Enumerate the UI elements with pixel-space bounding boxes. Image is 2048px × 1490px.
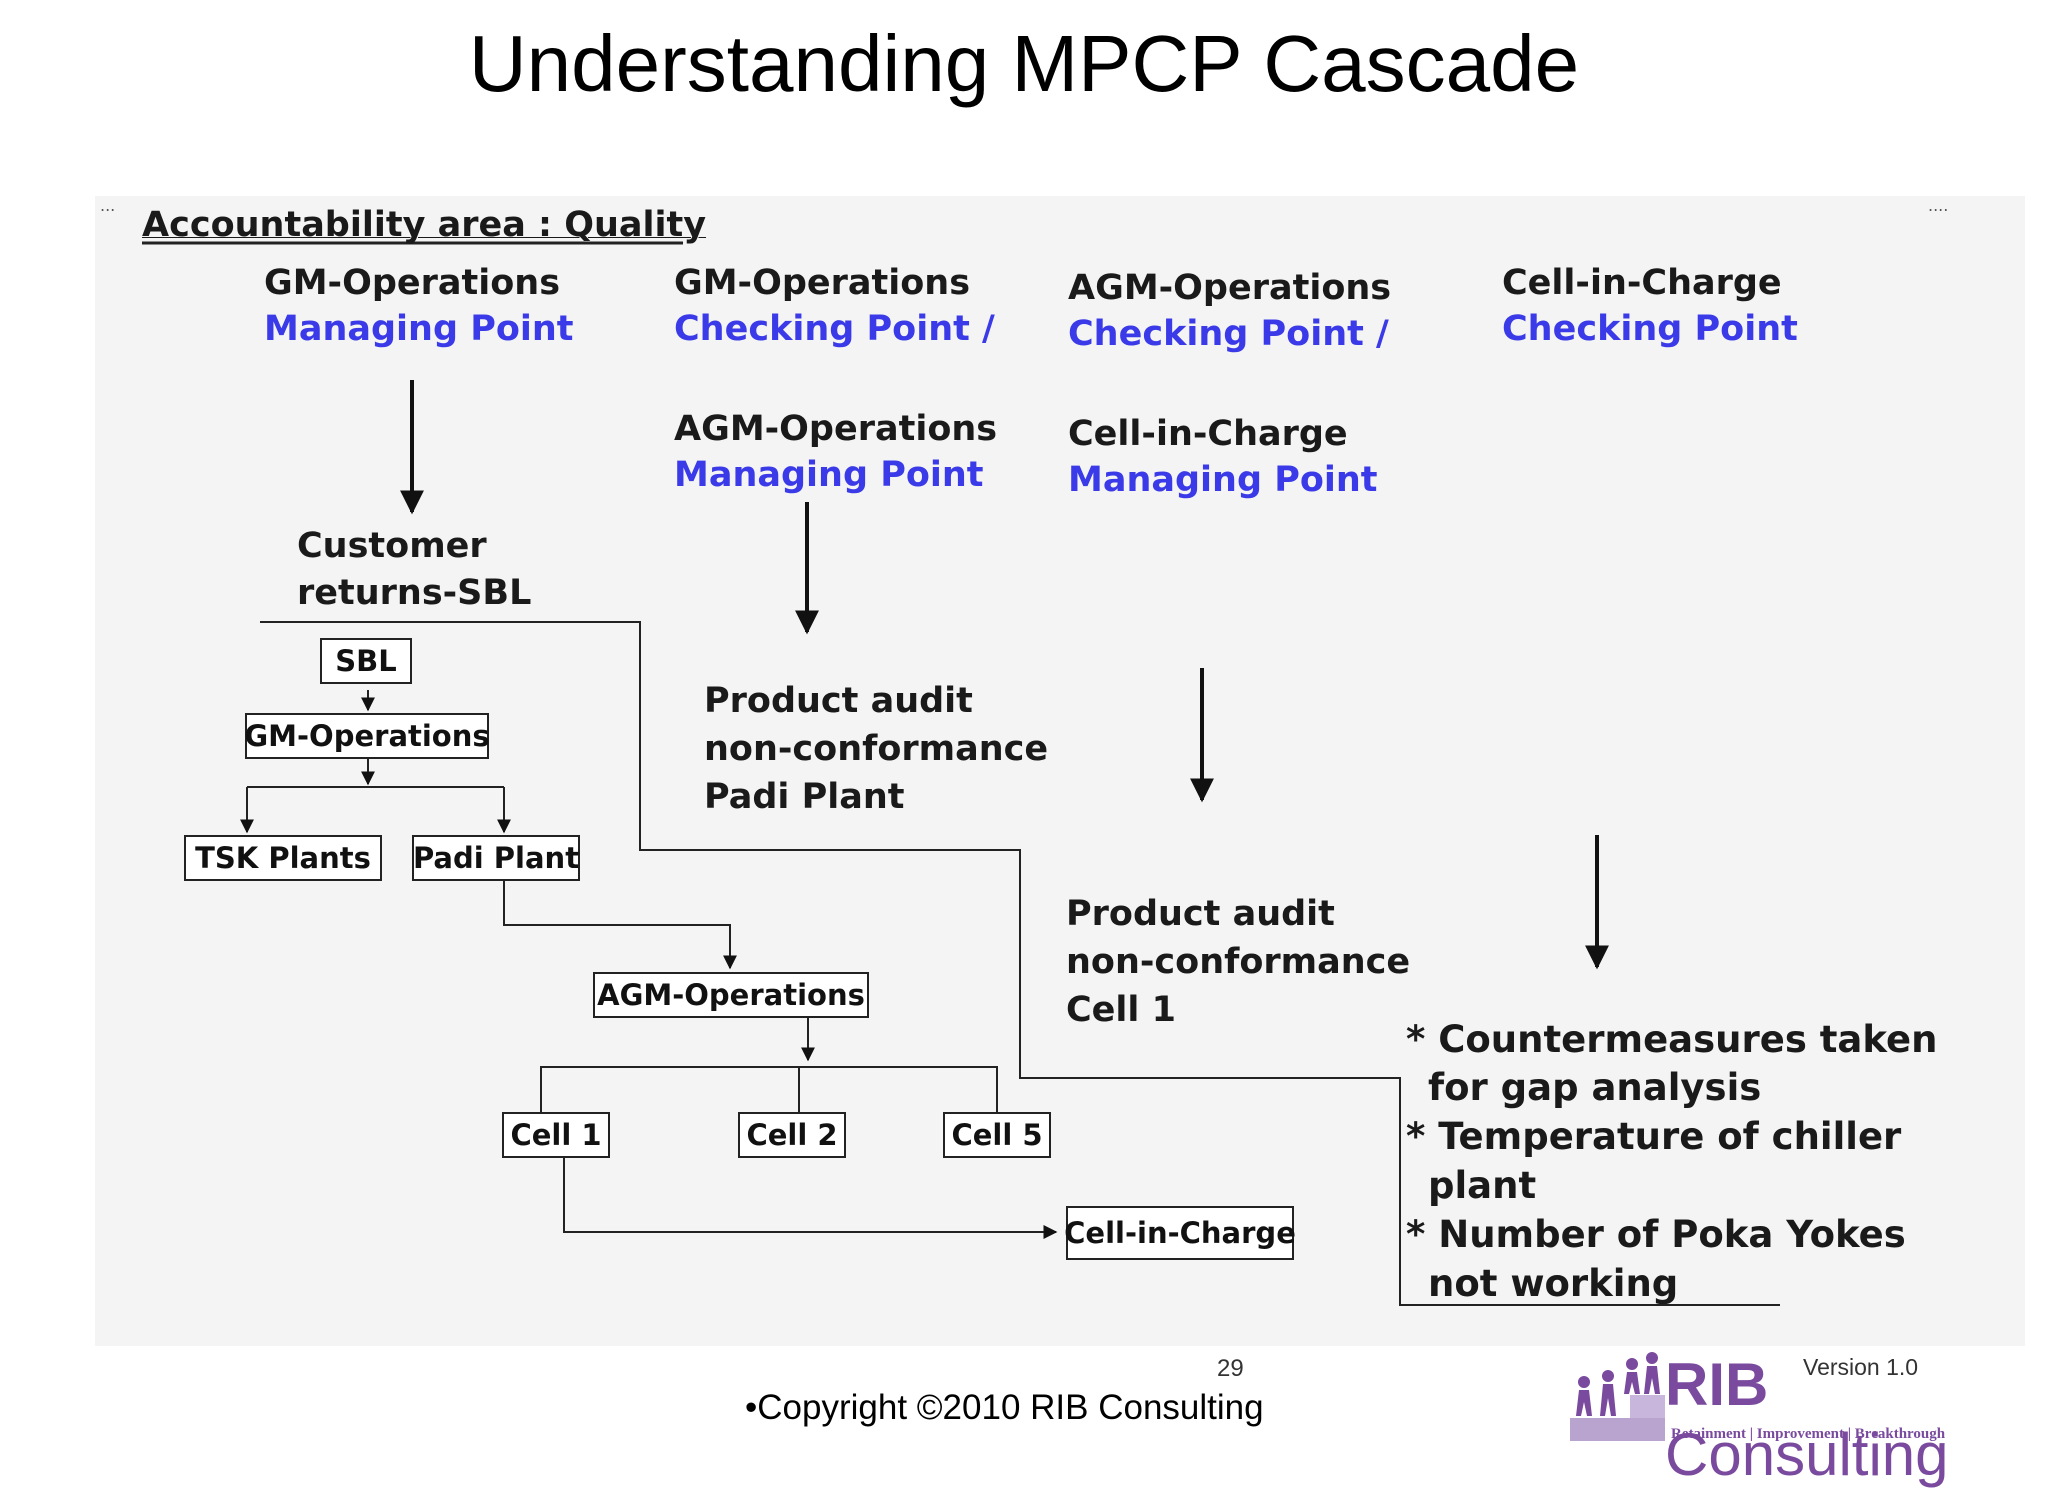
countermeasure-line4: plant: [1428, 1164, 1537, 1207]
audit-padi-line2: non-conformance: [704, 729, 1049, 769]
org-box-cell5: Cell 5: [943, 1112, 1051, 1158]
customer-returns-line1: Customer: [297, 526, 487, 566]
col2-role: GM-Operations: [674, 263, 971, 303]
copyright-notice: •Copyright ©2010 RIB Consulting: [745, 1388, 1264, 1427]
col1-role: GM-Operations: [264, 263, 561, 303]
col2-role2: AGM-Operations: [674, 409, 998, 449]
org-box-gm-operations: GM-Operations: [244, 713, 490, 759]
connector-lines: [142, 241, 1780, 1306]
col3-point: Checking Point /: [1068, 314, 1389, 354]
col1-point: Managing Point: [264, 309, 574, 349]
link-agm-bar: [540, 1066, 998, 1112]
col2-point2: Managing Point: [674, 455, 984, 495]
countermeasure-line6: not working: [1428, 1262, 1679, 1305]
org-box-agm-operations: AGM-Operations: [593, 972, 869, 1018]
col4-role: Cell-in-Charge: [1502, 263, 1782, 303]
step-separator: [260, 621, 1780, 1306]
slide-title: Understanding MPCP Cascade: [468, 19, 1580, 108]
corner-mark-right: ....: [1928, 196, 1949, 215]
audit-cell1-line3: Cell 1: [1066, 990, 1176, 1030]
col3-role: AGM-Operations: [1068, 268, 1392, 308]
org-box-cell1: Cell 1: [502, 1112, 610, 1158]
col4-point: Checking Point: [1502, 309, 1798, 349]
audit-cell1-line1: Product audit: [1066, 894, 1335, 934]
audit-padi-line1: Product audit: [704, 681, 973, 721]
customer-returns-line2: returns-SBL: [297, 573, 532, 613]
page-number: 29: [1217, 1355, 1244, 1382]
col3-role2: Cell-in-Charge: [1068, 414, 1348, 454]
people-figures-icon: [1570, 1352, 1665, 1441]
logo-wordmark-rib: RIB: [1665, 1351, 1769, 1418]
org-box-cell-in-charge: Cell-in-Charge: [1064, 1206, 1296, 1260]
org-box-cell2: Cell 2: [738, 1112, 846, 1158]
link-cell1-cic: [563, 1158, 1058, 1239]
logo-tagline: Retainment | Improvement | Breakthrough: [1671, 1426, 1946, 1442]
org-box-tsk-plants: TSK Plants: [184, 835, 382, 881]
countermeasure-line5: * Number of Poka Yokes: [1406, 1213, 1906, 1256]
org-box-sbl: SBL: [320, 638, 412, 684]
link-padi-agm: [503, 880, 737, 970]
org-box-padi-plant: Padi Plant: [412, 835, 580, 881]
audit-padi-line3: Padi Plant: [704, 777, 905, 817]
version-label: Version 1.0: [1803, 1354, 1919, 1380]
audit-cell1-line2: non-conformance: [1066, 942, 1411, 982]
diagram-panel: [95, 196, 2025, 1346]
area-heading: Accountability area : Quality: [142, 205, 707, 245]
corner-mark-left: ...: [100, 196, 116, 215]
col3-point2: Managing Point: [1068, 460, 1378, 500]
countermeasure-line2: for gap analysis: [1428, 1066, 1762, 1109]
countermeasure-line1: * Countermeasures taken: [1406, 1018, 1938, 1061]
countermeasure-line3: * Temperature of chiller: [1406, 1115, 1902, 1158]
col2-point: Checking Point /: [674, 309, 995, 349]
